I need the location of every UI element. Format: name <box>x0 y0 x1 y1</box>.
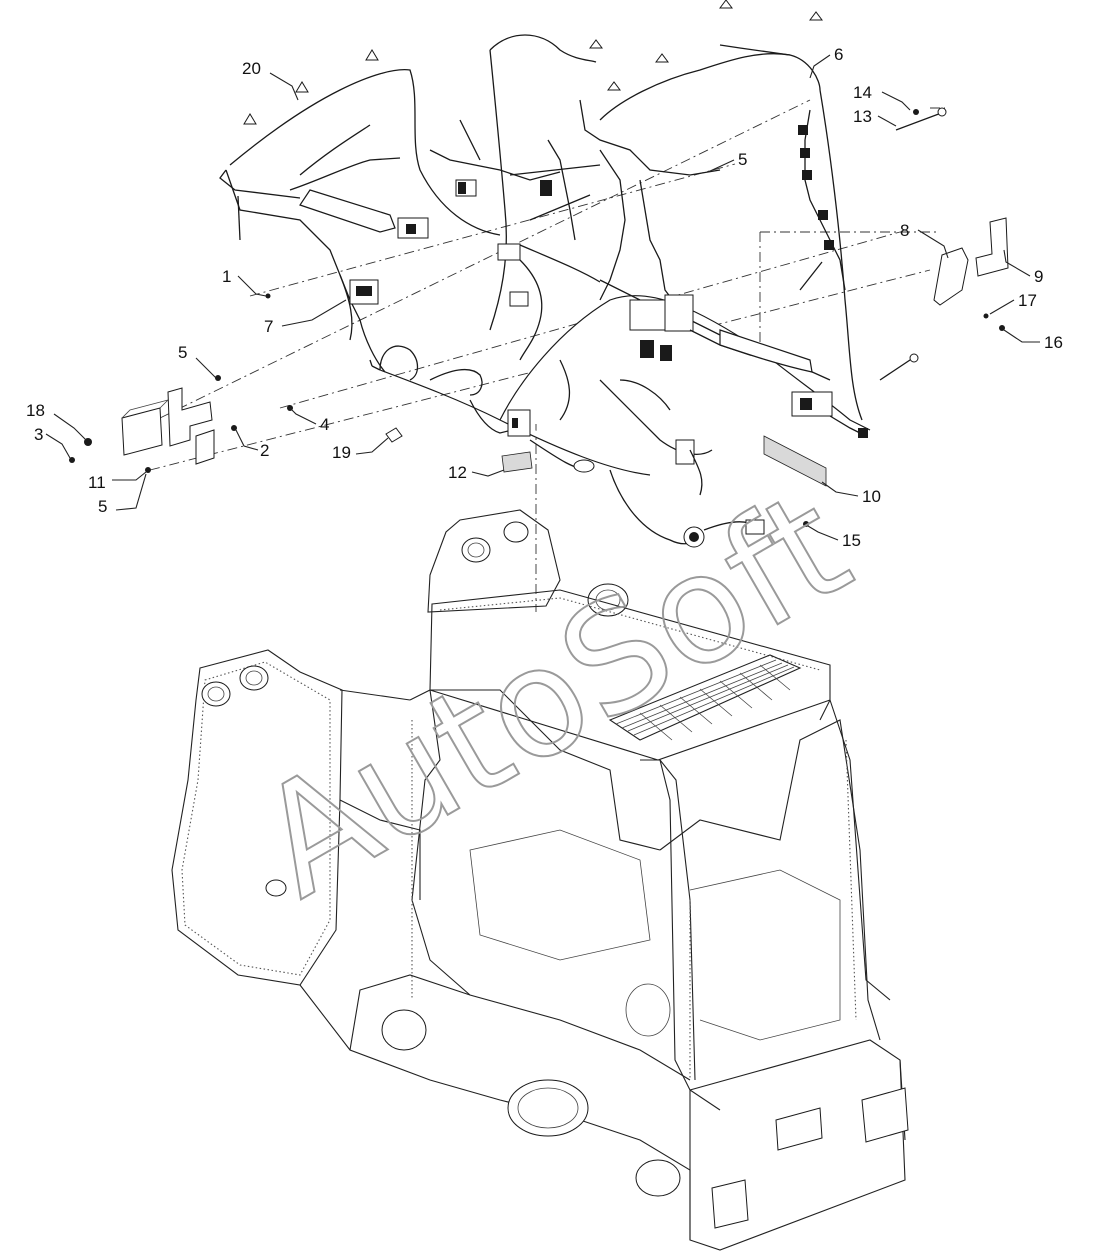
part-5-nut-bottom <box>145 467 151 473</box>
callout-7: 7 <box>264 317 273 336</box>
callout-14: 14 <box>853 83 872 102</box>
callout-12: 12 <box>448 463 467 482</box>
loose-parts <box>69 107 1009 527</box>
callout-6: 6 <box>834 45 843 64</box>
part-8-bracket <box>933 247 969 306</box>
callout-4: 4 <box>320 415 329 434</box>
callout-8: 8 <box>900 221 909 240</box>
chassis-frame <box>171 509 909 1251</box>
roof-vent-grille <box>608 654 802 741</box>
watermark-text: AutoSoft <box>231 458 876 931</box>
part-14-screw <box>913 109 919 115</box>
callout-11: 11 <box>88 473 106 492</box>
callout-5-harness: 5 <box>738 150 747 169</box>
part-12-label <box>501 451 533 473</box>
callout-17: 17 <box>1018 291 1037 310</box>
part-2-screw <box>231 425 237 431</box>
callout-15: 15 <box>842 531 861 550</box>
callout-5-left-bottom: 5 <box>98 497 107 516</box>
part-2-bracket <box>167 387 213 447</box>
part-9-bracket <box>975 217 1009 277</box>
part-19-clip <box>385 427 403 443</box>
part-17-washer <box>983 313 989 319</box>
callout-5-left-top: 5 <box>178 343 187 362</box>
wiring-harness <box>219 0 871 548</box>
part-10-decal <box>763 435 827 487</box>
callout-1: 1 <box>222 267 231 286</box>
callout-3: 3 <box>34 425 43 444</box>
callout-20: 20 <box>242 59 261 78</box>
part-5-nut-top <box>215 375 221 381</box>
leader-lines <box>45 54 1040 541</box>
part-15-screw <box>803 521 809 527</box>
part-1-nut <box>265 293 271 299</box>
part-16-screw <box>999 325 1005 331</box>
callout-2: 2 <box>260 441 269 460</box>
callout-9: 9 <box>1034 267 1043 286</box>
callout-10: 10 <box>862 487 881 506</box>
callout-13: 13 <box>853 107 872 126</box>
callout-labels: 20 6 14 13 5 8 9 1 17 7 16 5 18 4 3 2 19… <box>26 45 1063 550</box>
callout-16: 16 <box>1044 333 1063 352</box>
part-11-cover <box>121 407 163 456</box>
callout-18: 18 <box>26 401 45 420</box>
part-13-tie <box>895 111 945 131</box>
part-3-screw <box>69 457 75 463</box>
callout-19: 19 <box>332 443 351 462</box>
